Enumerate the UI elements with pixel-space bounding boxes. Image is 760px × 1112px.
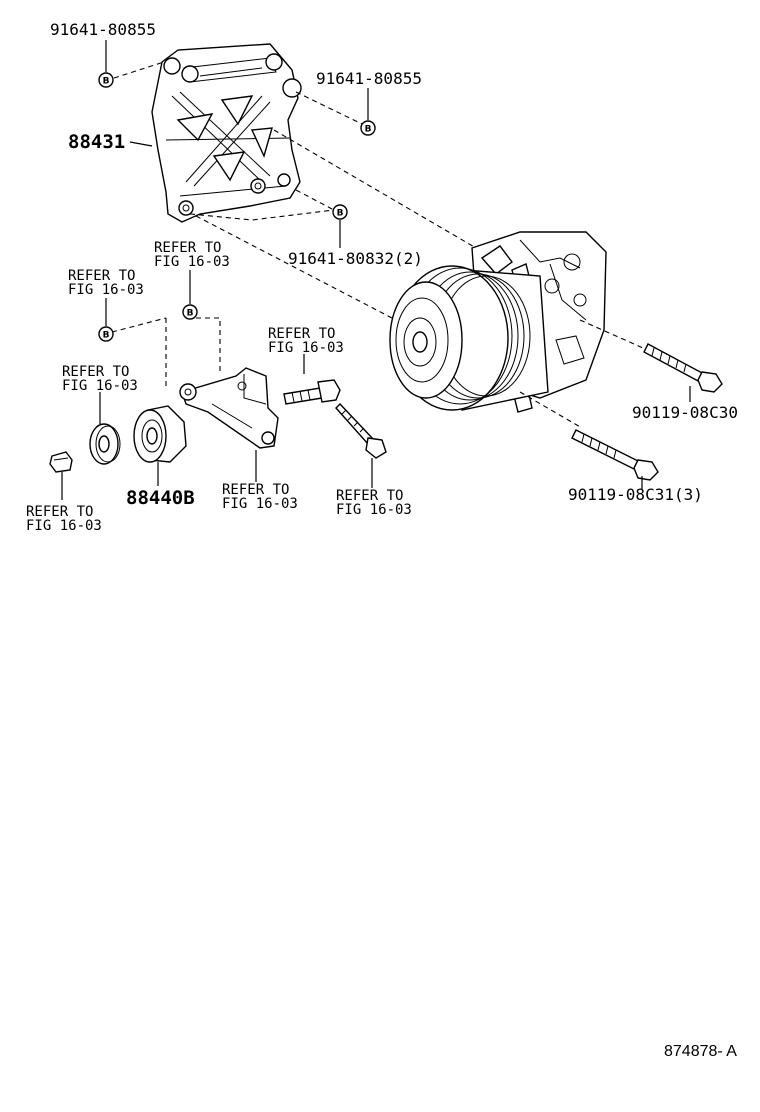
marker-b-4-text: B (187, 309, 194, 319)
marker-b-4: B (182, 304, 198, 320)
refer-e-line1: REFER TO (222, 482, 289, 498)
refer-b-line1: REFER TO (68, 268, 135, 284)
refer-e-line2: FIG 16-03 (222, 496, 298, 512)
idler-bracket (179, 367, 279, 449)
marker-b-3-text: B (337, 209, 344, 219)
label-bolt-lower: 91641-80832(2) (288, 249, 423, 268)
refer-a-line1: REFER TO (154, 240, 221, 256)
marker-b-5-text: B (103, 331, 110, 341)
bolt-long-thin (335, 402, 387, 459)
refer-c-line1: REFER TO (268, 326, 335, 342)
label-bolt-top-left: 91641-80855 (50, 20, 156, 39)
marker-b-5: B (98, 326, 114, 342)
ac-compressor (389, 231, 607, 413)
bolt-90119-08c31 (571, 429, 659, 481)
refer-f-line2: FIG 16-03 (336, 502, 412, 518)
marker-b-1: B (98, 72, 114, 88)
refer-b-line2: FIG 16-03 (68, 282, 144, 298)
refer-g-line2: FIG 16-03 (26, 518, 102, 534)
figure-id: 874878- A (664, 1043, 737, 1060)
bolt-short (283, 379, 341, 405)
washer (89, 423, 121, 465)
dash-bolt-tr (295, 91, 363, 125)
bolt-90119-08c30 (643, 343, 723, 393)
dash-bolt-lower (295, 189, 335, 211)
marker-b-2-text: B (365, 125, 372, 135)
dash-bolt-lower-b (189, 209, 335, 221)
marker-b-3: B (332, 204, 348, 220)
idler-pulley (133, 405, 187, 463)
refer-f-line1: REFER TO (336, 488, 403, 504)
refer-g-line1: REFER TO (26, 504, 93, 520)
dash-idler-c (196, 317, 221, 372)
dash-bolt-tl (113, 61, 165, 79)
dash-bolt-c31 (519, 391, 583, 429)
dash-idler-a (111, 317, 167, 333)
dash-to-compressor-front (195, 215, 393, 319)
label-bracket: 88431 (68, 131, 125, 153)
marker-b-1-text: B (103, 77, 110, 87)
label-idler-pulley: 88440B (126, 487, 195, 509)
label-bolt-c30: 90119-08C30 (632, 403, 738, 422)
marker-b-2: B (360, 120, 376, 136)
dash-to-compressor-top (273, 129, 501, 263)
refer-c-line2: FIG 16-03 (268, 340, 344, 356)
dash-bolt-c30 (579, 319, 653, 353)
refer-d-line1: REFER TO (62, 364, 129, 380)
bracket-88431 (151, 43, 302, 223)
cap-nut (49, 451, 73, 473)
refer-a-line2: FIG 16-03 (154, 254, 230, 270)
leader-88431 (129, 141, 153, 147)
label-bolt-top-right: 91641-80855 (316, 69, 422, 88)
refer-d-line2: FIG 16-03 (62, 378, 138, 394)
label-bolt-c31: 90119-08C31(3) (568, 485, 703, 504)
